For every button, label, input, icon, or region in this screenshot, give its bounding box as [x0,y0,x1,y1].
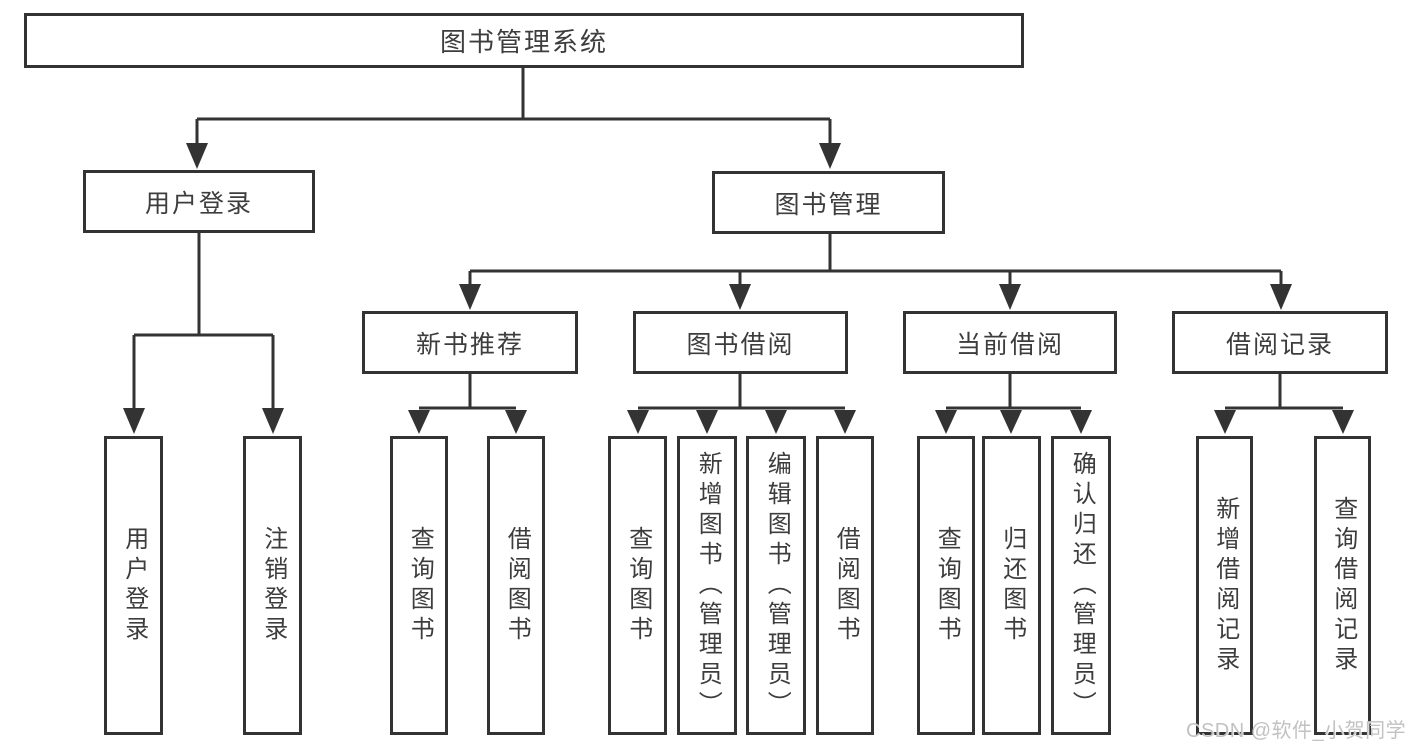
leaf-query-books-recommend: 查询图书 [390,436,448,735]
leaf-borrow-books-recommend-label: 借阅图书 [503,525,531,646]
node-borrowing-records: 借阅记录 [1172,311,1388,374]
leaf-confirm-return-admin-label: 确认归还（管理员） [1068,450,1096,721]
leaf-confirm-return-admin: 确认归还（管理员） [1051,436,1111,735]
arrow-down-icon [1214,410,1236,434]
arrow-down-icon [1270,284,1292,310]
arrow-down-icon [627,410,649,434]
leaf-add-book-admin: 新增图书（管理员） [677,436,737,735]
leaf-query-books-current: 查询图书 [917,436,975,735]
leaf-user-login: 用户登录 [104,436,163,735]
node-book-management-label: 图书管理 [774,190,883,219]
leaf-query-books-borrow-label: 查询图书 [624,525,652,646]
node-book-borrowing-label: 图书借阅 [686,330,795,359]
arrow-down-icon [696,410,718,434]
leaf-query-books-current-label: 查询图书 [933,525,961,646]
node-borrowing-records-label: 借阅记录 [1225,330,1334,359]
node-root-label: 图书管理系统 [439,27,608,57]
watermark: CSDN @软件_小贺同学 [1186,720,1405,742]
arrow-down-icon [123,408,145,434]
arrow-down-icon [408,410,430,434]
arrow-down-icon [1000,410,1022,434]
leaf-add-book-admin-label: 新增图书（管理员） [694,450,722,721]
node-user-login-label: 用户登录 [144,189,253,218]
arrow-down-icon [1070,410,1092,434]
leaf-query-books-borrow: 查询图书 [608,436,667,735]
leaf-logout-label: 注销登录 [259,525,287,646]
node-book-management: 图书管理 [712,171,945,234]
node-user-login: 用户登录 [83,170,315,233]
arrow-down-icon [459,284,481,310]
leaf-query-borrow-record-label: 查询借阅记录 [1329,495,1357,676]
leaf-borrow-books-recommend: 借阅图书 [487,436,545,735]
arrow-down-icon [834,410,856,434]
arrow-down-icon [262,408,284,434]
node-book-borrowing: 图书借阅 [633,311,848,374]
arrow-down-icon [729,284,751,310]
leaf-query-borrow-record: 查询借阅记录 [1314,436,1371,735]
node-root: 图书管理系统 [24,13,1024,68]
leaf-logout: 注销登录 [243,436,302,735]
arrow-down-icon [186,143,208,169]
arrow-down-icon [935,410,957,434]
node-current-borrowing: 当前借阅 [903,311,1117,374]
arrow-down-icon [999,284,1021,310]
node-new-book-recommend: 新书推荐 [362,311,578,374]
arrow-down-icon [505,410,527,434]
leaf-add-borrow-record: 新增借阅记录 [1196,436,1253,735]
leaf-edit-book-admin: 编辑图书（管理员） [746,436,806,735]
leaf-return-book-label: 归还图书 [998,525,1026,646]
leaf-edit-book-admin-label: 编辑图书（管理员） [763,450,791,721]
arrow-down-icon [1332,410,1354,434]
leaf-return-book: 归还图书 [982,436,1041,735]
leaf-user-login-label: 用户登录 [120,525,148,646]
leaf-add-borrow-record-label: 新增借阅记录 [1211,495,1239,676]
arrow-down-icon [819,143,841,169]
node-new-book-recommend-label: 新书推荐 [415,330,524,359]
leaf-borrow-books-2-label: 借阅图书 [832,525,860,646]
leaf-borrow-books-2: 借阅图书 [816,436,874,735]
arrow-down-icon [765,410,787,434]
node-current-borrowing-label: 当前借阅 [955,330,1064,359]
leaf-query-books-recommend-label: 查询图书 [406,525,434,646]
